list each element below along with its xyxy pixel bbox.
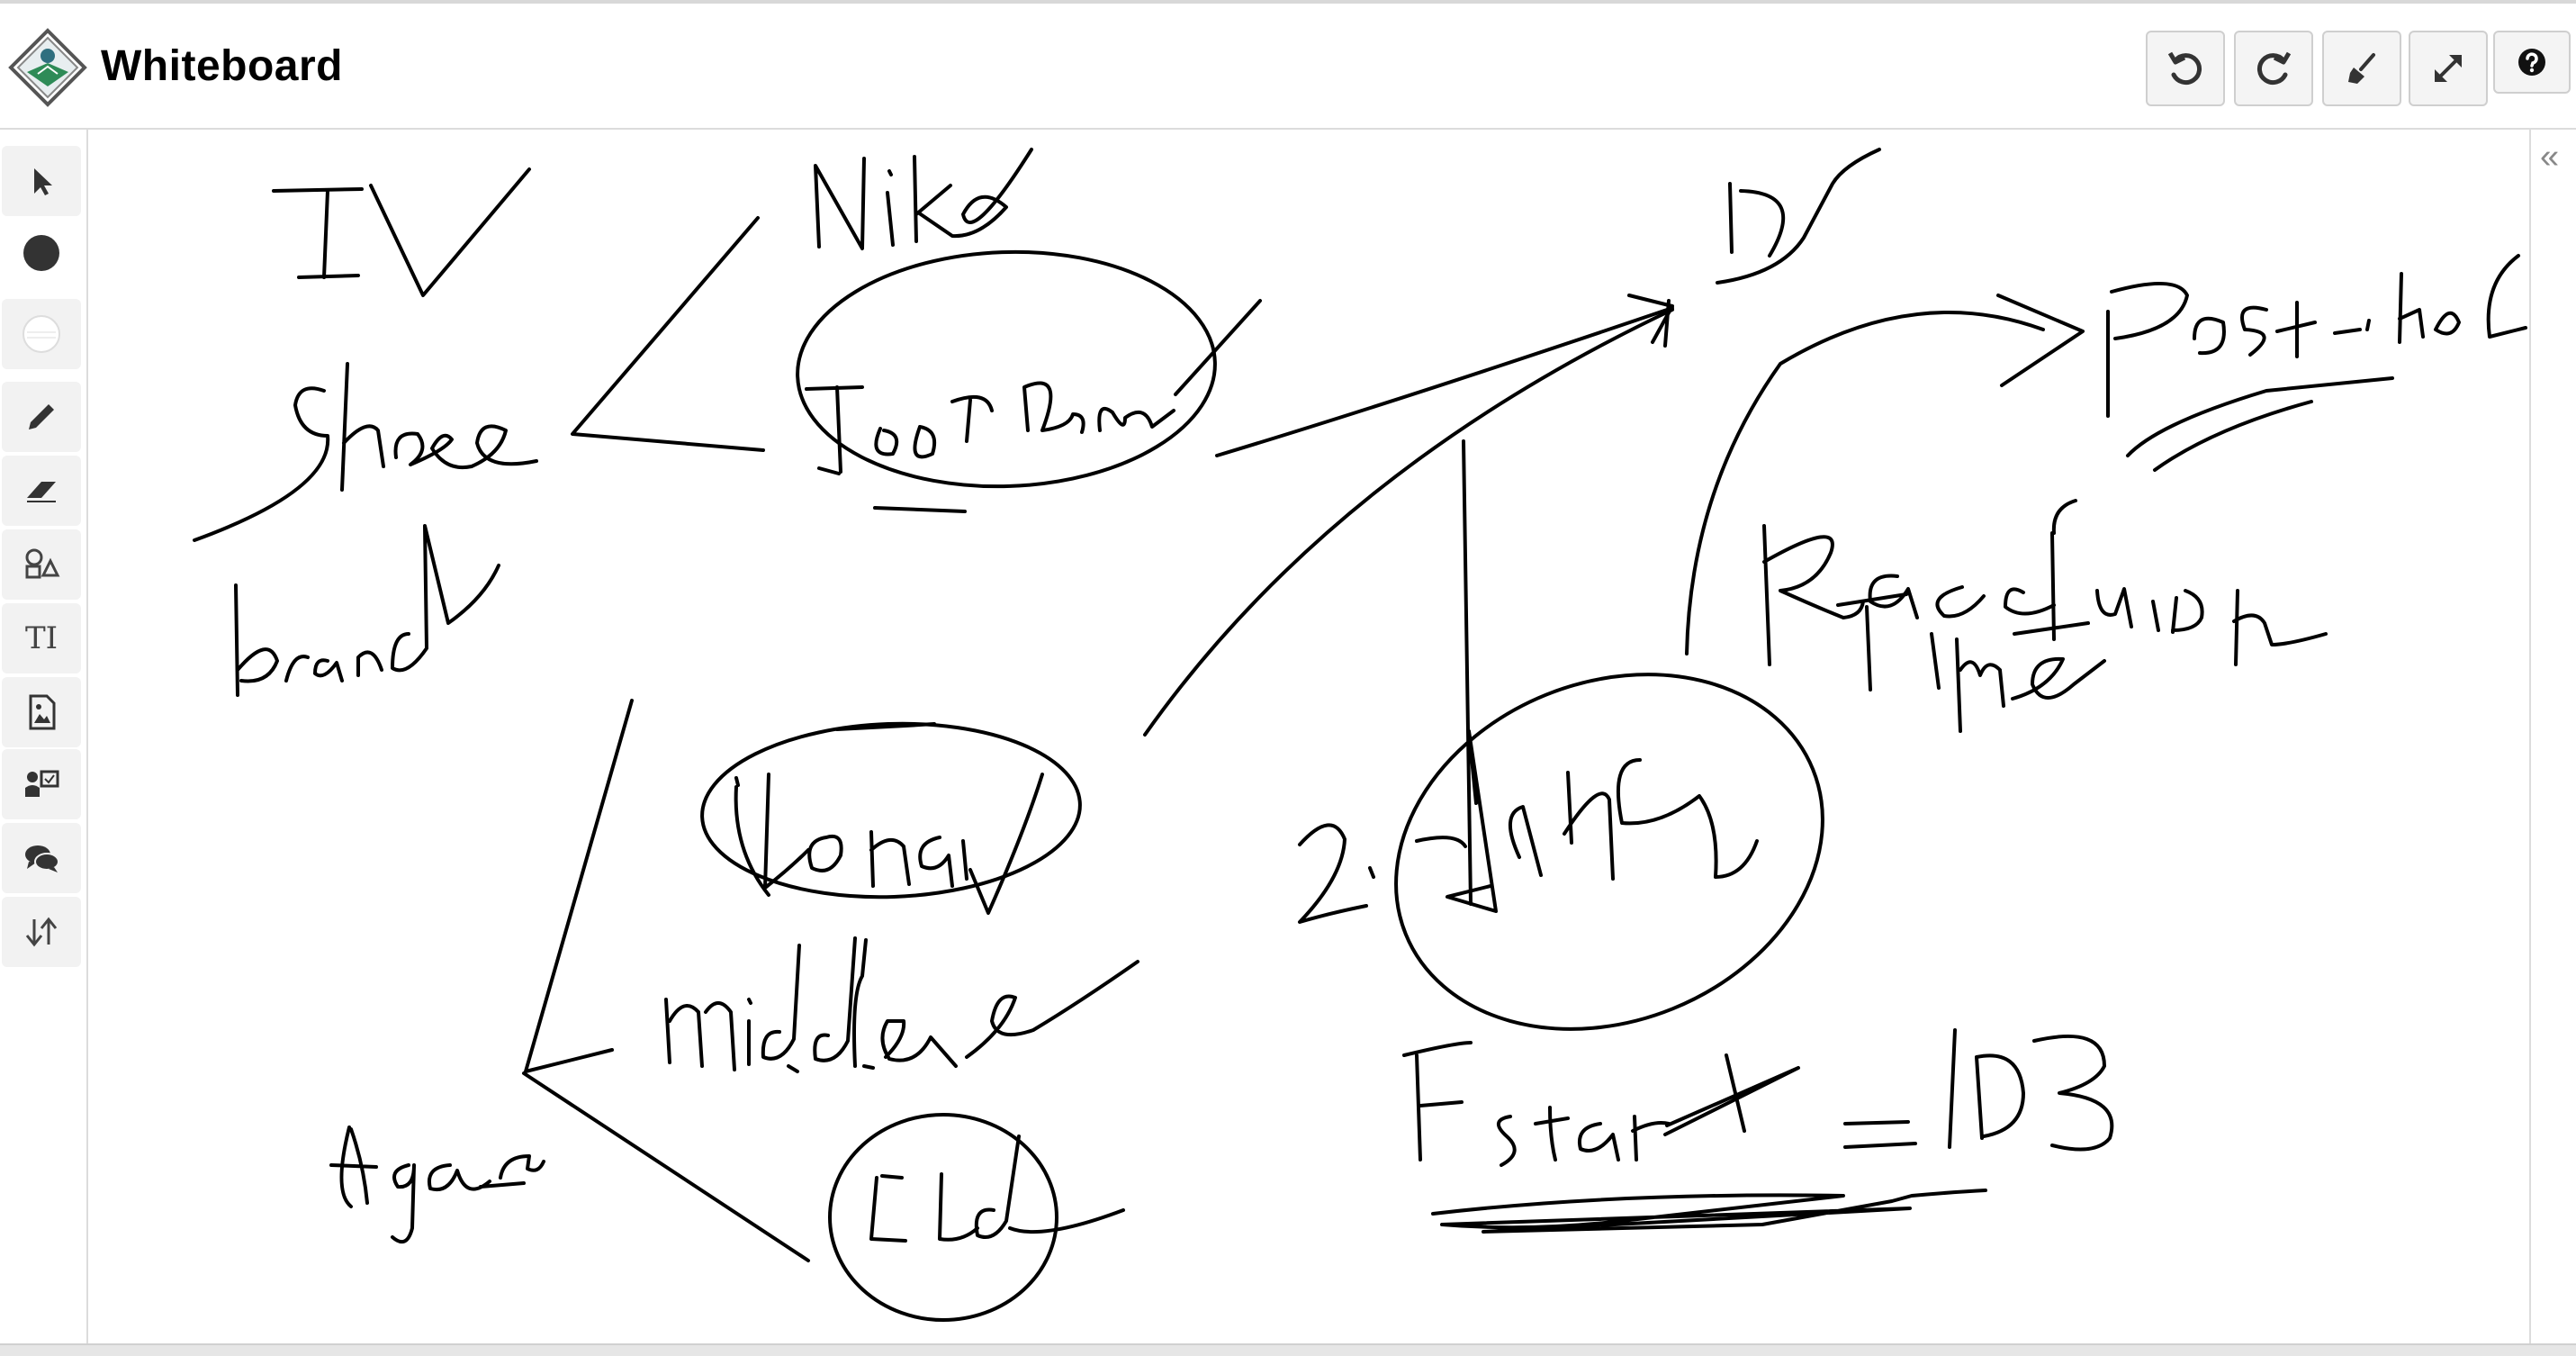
text-icon: TI bbox=[24, 620, 59, 656]
help-button[interactable] bbox=[2493, 31, 2571, 94]
select-tool[interactable] bbox=[2, 146, 81, 216]
fill-color-tool[interactable] bbox=[2, 299, 81, 369]
text-tool[interactable]: TI bbox=[2, 603, 81, 673]
presenter-icon bbox=[25, 770, 59, 797]
color-dot-icon bbox=[23, 235, 59, 271]
sort-arrows-icon bbox=[25, 917, 58, 947]
pencil-icon bbox=[29, 404, 54, 429]
undo-icon bbox=[2167, 51, 2202, 86]
drawing-canvas[interactable] bbox=[88, 130, 2529, 1343]
redo-button[interactable] bbox=[2234, 31, 2313, 106]
eraser-tool[interactable] bbox=[2, 456, 81, 526]
chat-tool[interactable] bbox=[2, 823, 81, 893]
top-border bbox=[0, 0, 2576, 4]
tool-sidebar: TI bbox=[0, 130, 88, 1343]
question-icon bbox=[2518, 49, 2545, 76]
fullscreen-button[interactable] bbox=[2409, 31, 2488, 106]
pointer-icon bbox=[34, 168, 52, 195]
bottom-border bbox=[0, 1343, 2576, 1356]
collapse-panel-button[interactable]: « bbox=[2540, 138, 2560, 176]
expand-icon bbox=[2435, 55, 2462, 82]
fill-dot-icon bbox=[23, 315, 60, 353]
redo-icon bbox=[2257, 51, 2292, 86]
clear-board-button[interactable] bbox=[2322, 31, 2401, 106]
header-bar: Whiteboard bbox=[0, 4, 2576, 130]
app-title: Whiteboard bbox=[101, 42, 343, 90]
shapes-tool[interactable] bbox=[2, 529, 81, 600]
stroke-color-tool[interactable] bbox=[2, 218, 81, 288]
pen-tool[interactable] bbox=[2, 382, 81, 452]
chat-icon bbox=[25, 845, 59, 872]
undo-button[interactable] bbox=[2146, 31, 2225, 106]
eraser-icon bbox=[27, 482, 56, 502]
arrange-tool[interactable] bbox=[2, 897, 81, 967]
handwritten-drawing bbox=[193, 148, 2527, 1322]
image-icon bbox=[29, 694, 56, 730]
broom-icon bbox=[2348, 53, 2375, 84]
right-panel: « bbox=[2529, 130, 2576, 1343]
image-tool[interactable] bbox=[2, 677, 81, 747]
shapes-icon bbox=[25, 548, 60, 579]
presenter-tool[interactable] bbox=[2, 749, 81, 819]
app-logo bbox=[8, 28, 87, 107]
